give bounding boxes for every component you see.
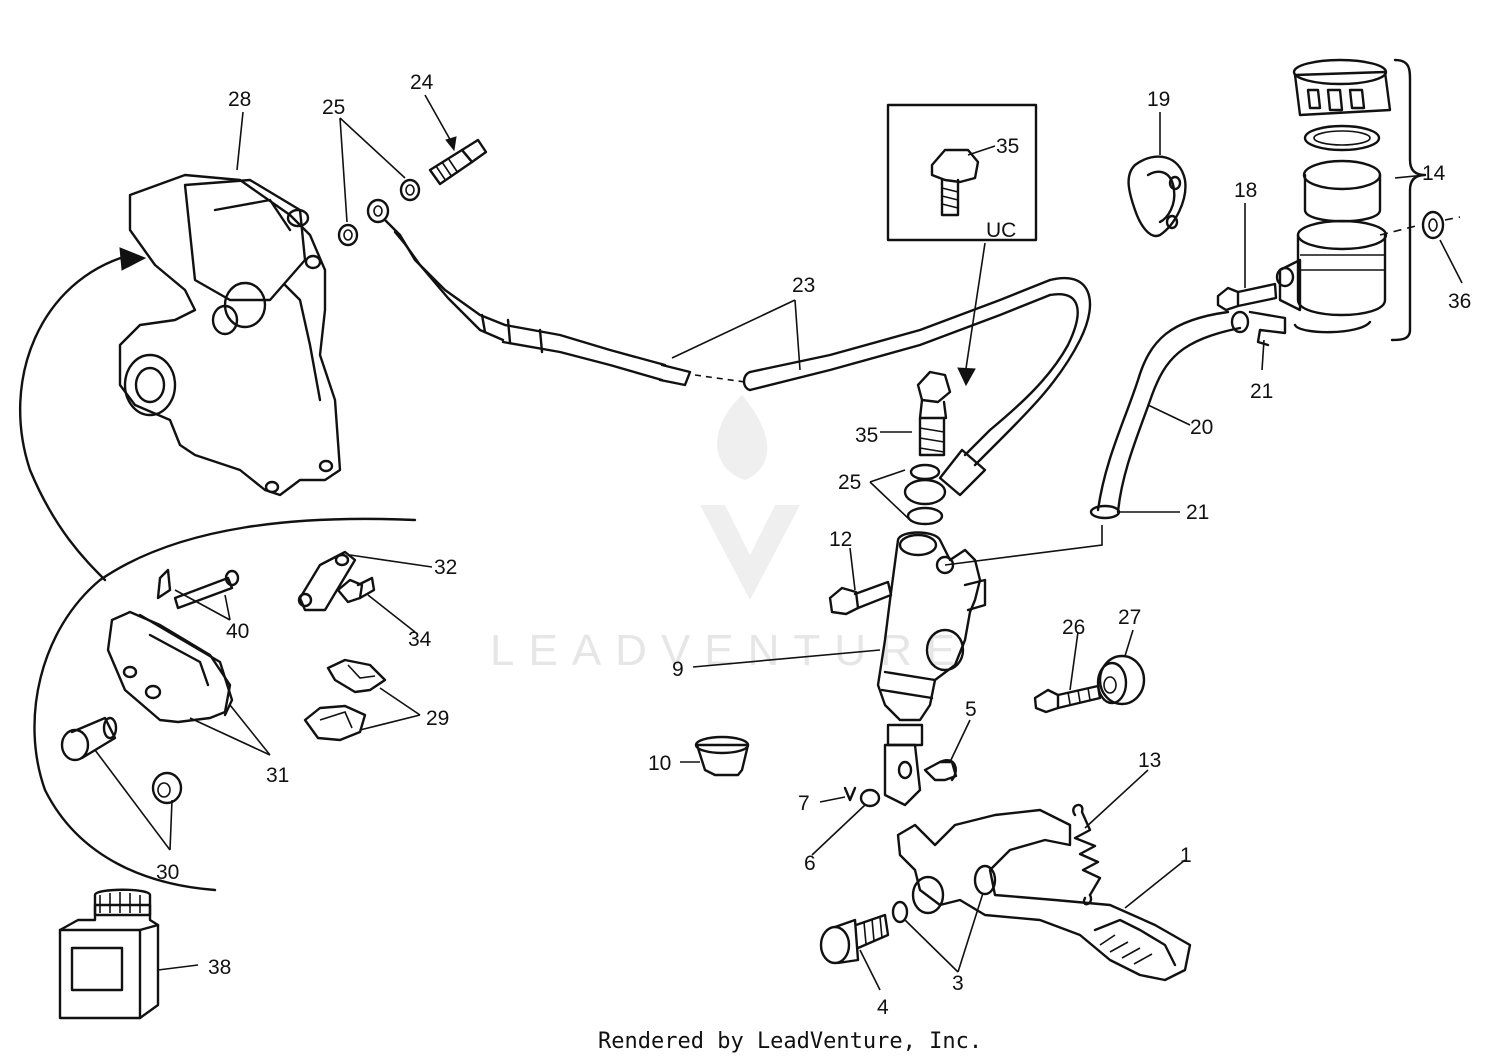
return-spring <box>1072 803 1102 906</box>
master-banjo-washers <box>903 463 947 526</box>
callout-23: 23 <box>792 274 815 297</box>
master-banjo-bolt <box>916 370 952 457</box>
callout-25-lower: 25 <box>838 471 861 494</box>
pivot-washer <box>891 900 909 924</box>
callout-35: 35 <box>855 424 878 447</box>
pivot-bolt <box>819 913 890 965</box>
brake-pads <box>106 610 234 724</box>
callout-27: 27 <box>1118 606 1141 629</box>
washer-6 <box>859 788 881 808</box>
clevis-pin <box>923 759 958 782</box>
reservoir-nut <box>1421 210 1445 240</box>
callout-35-inset: 35 <box>996 135 1019 158</box>
master-cylinder <box>876 531 987 807</box>
pad-group-boundary <box>33 517 417 892</box>
shim-plate <box>297 550 357 612</box>
callout-3: 3 <box>952 972 964 995</box>
caliper-leader-arc <box>18 253 132 582</box>
callout-38: 38 <box>208 956 231 979</box>
callout-4: 4 <box>877 996 889 1019</box>
reservoir-hose <box>1089 310 1242 520</box>
footer-credit: Rendered by LeadVenture, Inc. <box>598 1029 982 1054</box>
callout-29: 29 <box>426 707 449 730</box>
callout-19: 19 <box>1147 88 1170 111</box>
caliper-arrow <box>119 247 147 271</box>
uc-inset-box: UC <box>886 103 1038 387</box>
reservoir-bolt <box>1216 282 1278 312</box>
bleeder-screw <box>336 576 376 604</box>
brake-hose <box>383 218 1092 497</box>
bolt-26 <box>1033 684 1102 714</box>
callout-1: 1 <box>1180 844 1192 867</box>
callout-labels: 28 25 24 23 35 35 25 12 9 10 5 7 6 26 27… <box>156 71 1471 1019</box>
pad-springs <box>303 658 387 742</box>
callout-10: 10 <box>648 752 671 775</box>
brake-fluid-bottle <box>58 888 160 1020</box>
callout-12: 12 <box>829 528 852 551</box>
callout-24: 24 <box>410 71 434 94</box>
callout-28: 28 <box>228 88 251 111</box>
callout-20: 20 <box>1190 416 1213 439</box>
reservoir-bracket <box>1390 58 1427 342</box>
callout-31: 31 <box>266 764 289 787</box>
mounting-bolt-12 <box>828 580 893 616</box>
dust-boot <box>694 735 750 777</box>
hose-clamp-upper <box>1230 310 1287 347</box>
callout-32: 32 <box>434 556 457 579</box>
watermark-text: LEADVENTURE <box>490 626 969 675</box>
pad-pin <box>156 568 240 610</box>
leader-lines <box>94 94 1463 991</box>
callout-25-upper: 25 <box>322 96 345 119</box>
callout-21-upper: 21 <box>1250 380 1273 403</box>
callout-18: 18 <box>1234 179 1257 202</box>
callout-9: 9 <box>672 658 684 681</box>
slide-pin <box>60 716 118 762</box>
caliper-bracket <box>118 173 342 497</box>
callout-6: 6 <box>804 852 816 875</box>
callout-40: 40 <box>226 620 249 643</box>
callout-36: 36 <box>1448 290 1471 313</box>
fluid-reservoir <box>1275 58 1392 334</box>
leadventure-watermark: LEADVENTURE <box>490 395 969 675</box>
callout-21-lower: 21 <box>1186 501 1209 524</box>
caliper-banjo-washers <box>337 178 421 247</box>
callout-14: 14 <box>1422 162 1446 185</box>
callout-34: 34 <box>408 628 432 651</box>
clamp-ring <box>1127 155 1187 238</box>
callout-13: 13 <box>1138 749 1161 772</box>
brake-pedal <box>896 808 1192 982</box>
callout-5: 5 <box>965 698 977 721</box>
banjo-bolt <box>428 138 488 186</box>
callout-7: 7 <box>798 792 810 815</box>
slide-bushing <box>151 771 183 805</box>
rubber-damper <box>1096 654 1146 706</box>
uc-label: UC <box>986 219 1016 242</box>
callout-30: 30 <box>156 861 179 884</box>
callout-26: 26 <box>1062 616 1085 639</box>
cotter-pin <box>843 786 857 802</box>
